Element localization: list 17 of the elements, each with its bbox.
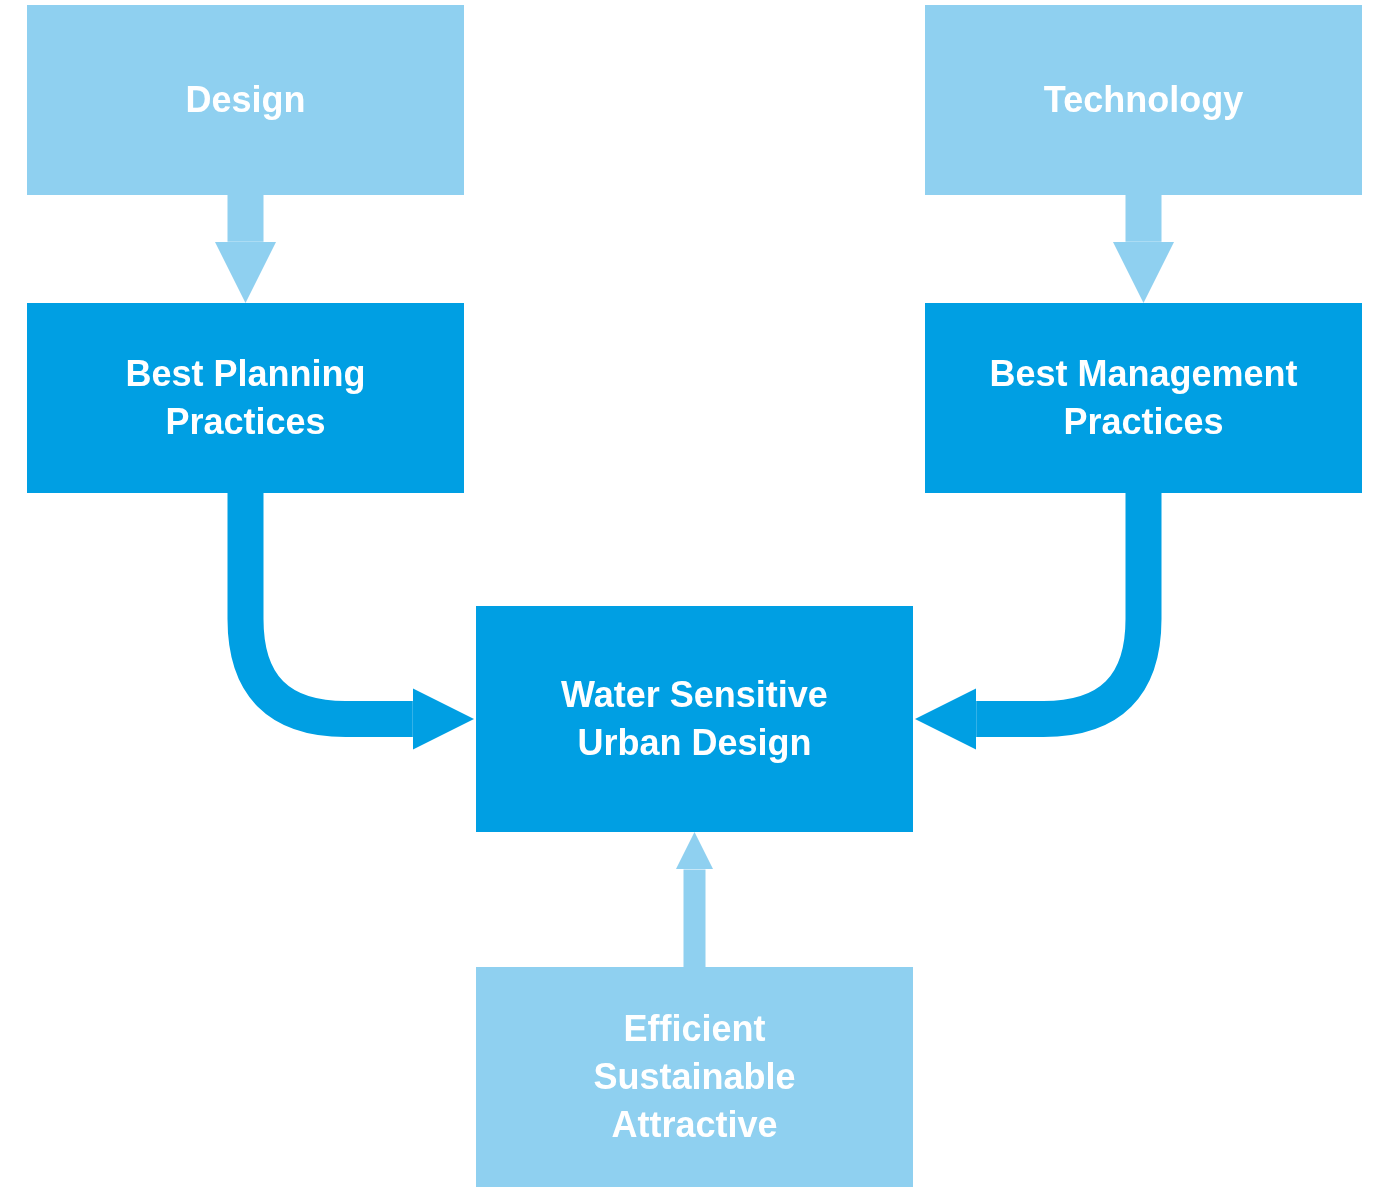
box-label: Best Management Practices [988,352,1299,444]
box-label: Water Sensitive Urban Design [560,673,829,765]
arrow [214,195,277,303]
box-label: Efficient Sustainable Attractive [592,1007,797,1147]
box-label: Technology [1043,78,1244,122]
box-label: Best Planning Practices [124,352,367,444]
process-box [476,967,913,1187]
box-label: Design [185,78,306,122]
process-box [476,606,913,832]
process-box [925,5,1362,195]
arrow [675,832,714,967]
arrow [1112,195,1175,303]
process-box [27,5,464,195]
process-box [27,303,464,493]
process-box [925,303,1362,493]
arrow [915,493,1162,750]
arrow [227,493,474,750]
